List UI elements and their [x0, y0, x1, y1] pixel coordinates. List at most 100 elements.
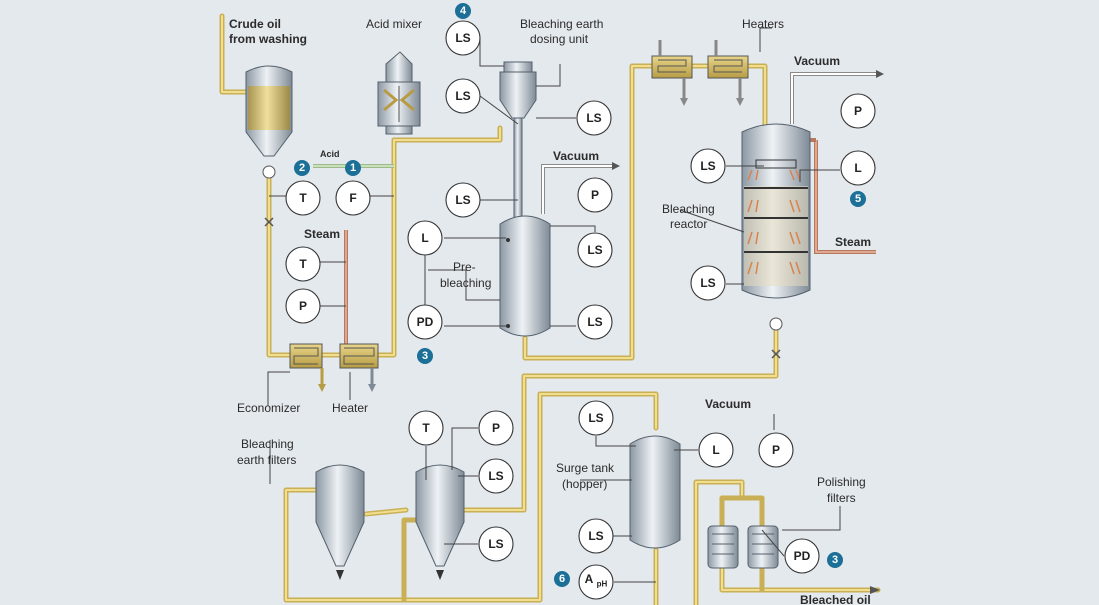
- label-heater: Heater: [332, 401, 368, 415]
- step-badges: 1 2 3 4 5 6 3: [294, 3, 866, 587]
- earth-filters: [315, 464, 465, 580]
- label-bleaching-reactor-1: Bleaching: [662, 202, 715, 216]
- label-filters-1: Bleaching: [241, 437, 294, 451]
- badge-1: 1: [345, 160, 361, 176]
- instrument-ls-r1: LS: [690, 148, 726, 184]
- label-vacuum-mid: Vacuum: [553, 149, 599, 163]
- instrument-p-vac: P: [840, 93, 876, 129]
- svg-text:LS: LS: [488, 469, 503, 483]
- instrument-ls-top1: LS: [445, 20, 481, 56]
- badge-3: 3: [417, 348, 433, 364]
- top-heaters: [651, 40, 749, 106]
- dosing-unit: [499, 61, 537, 240]
- svg-text:3: 3: [832, 554, 838, 566]
- instrument-t2: T: [285, 246, 321, 282]
- badge-6: 6: [554, 571, 570, 587]
- badge-5: 5: [850, 191, 866, 207]
- instrument-f1: F: [335, 180, 371, 216]
- instrument-ls-s1: LS: [578, 400, 614, 436]
- instrument-l-s: L: [698, 432, 734, 468]
- polishing-filters: [707, 525, 779, 569]
- svg-text:6: 6: [559, 573, 565, 585]
- instrument-l-pre: L: [407, 220, 443, 256]
- instrument-p-s: P: [758, 432, 794, 468]
- svg-text:P: P: [772, 443, 780, 457]
- prebleaching-vessel: [499, 215, 551, 337]
- svg-text:L: L: [421, 231, 428, 245]
- svg-text:1: 1: [350, 162, 356, 174]
- label-bleaching-reactor-2: reactor: [670, 217, 707, 231]
- badge-2: 2: [294, 160, 310, 176]
- instrument-a-ph: A pH: [578, 564, 614, 600]
- svg-text:LS: LS: [455, 31, 470, 45]
- label-prebleaching-2: bleaching: [440, 276, 491, 290]
- svg-text:LS: LS: [455, 193, 470, 207]
- crude-oil-tank: [245, 65, 293, 227]
- svg-text:T: T: [299, 257, 307, 271]
- svg-text:LS: LS: [586, 111, 601, 125]
- oil-pipes: [219, 13, 881, 605]
- instrument-ls-top2: LS: [445, 78, 481, 114]
- svg-text:LS: LS: [455, 89, 470, 103]
- label-steam-right: Steam: [835, 235, 871, 249]
- instrument-ls-top3: LS: [576, 100, 612, 136]
- label-heaters: Heaters: [742, 17, 784, 31]
- instrument-pd-pre: PD: [407, 304, 443, 340]
- signal-lines: [267, 27, 841, 583]
- label-surge-1: Surge tank: [556, 461, 615, 475]
- svg-text:3: 3: [422, 350, 428, 362]
- svg-text:4: 4: [460, 5, 467, 17]
- svg-text:PD: PD: [794, 549, 811, 563]
- label-polishing-1: Polishing: [817, 475, 866, 489]
- badge-3b: 3: [827, 552, 843, 568]
- instrument-pd-pol: PD: [784, 538, 820, 574]
- svg-text:LS: LS: [700, 276, 715, 290]
- label-bleaching-earth-2: dosing unit: [530, 32, 589, 46]
- label-surge-2: (hopper): [562, 477, 607, 491]
- badge-4: 4: [455, 3, 471, 19]
- svg-text:T: T: [299, 191, 307, 205]
- svg-text:pH: pH: [597, 580, 608, 589]
- svg-text:P: P: [591, 188, 599, 202]
- instruments: T F T P LS LS LS LS P L LS PD LS P LS L …: [285, 20, 876, 600]
- svg-text:LS: LS: [587, 243, 602, 257]
- svg-text:2: 2: [299, 162, 305, 174]
- label-crude-oil-2: from washing: [229, 32, 307, 46]
- label-economizer: Economizer: [237, 401, 300, 415]
- label-steam-left: Steam: [304, 227, 340, 241]
- instrument-t-f: T: [408, 410, 444, 446]
- instrument-ls-mid: LS: [445, 182, 481, 218]
- bleaching-reactor: [741, 123, 811, 359]
- label-vacuum-top-right: Vacuum: [794, 54, 840, 68]
- instrument-p-pre: P: [577, 177, 613, 213]
- svg-text:LS: LS: [700, 159, 715, 173]
- steam-pipes: [344, 138, 876, 350]
- label-bleached-oil: Bleached oil: [800, 593, 871, 605]
- instrument-ls-pre2: LS: [577, 304, 613, 340]
- instrument-l-r: L: [840, 150, 876, 186]
- svg-text:A: A: [585, 572, 594, 586]
- svg-text:LS: LS: [588, 529, 603, 543]
- svg-text:T: T: [422, 421, 430, 435]
- surge-tank: [629, 435, 681, 549]
- instrument-ls-s2: LS: [578, 518, 614, 554]
- instrument-ls-r2: LS: [690, 265, 726, 301]
- svg-text:5: 5: [855, 193, 861, 205]
- svg-text:F: F: [349, 191, 356, 205]
- acid-mixer: [377, 51, 421, 135]
- label-filters-2: earth filters: [237, 453, 296, 467]
- label-crude-oil-1: Crude oil: [229, 17, 281, 31]
- instrument-ls-pre1: LS: [577, 232, 613, 268]
- label-acid: Acid: [320, 149, 340, 159]
- svg-text:LS: LS: [488, 537, 503, 551]
- svg-text:L: L: [712, 443, 719, 457]
- svg-text:P: P: [299, 299, 307, 313]
- svg-text:LS: LS: [587, 315, 602, 329]
- label-prebleaching-1: Pre-: [453, 260, 476, 274]
- instrument-p-f: P: [478, 410, 514, 446]
- instrument-ls-f2: LS: [478, 526, 514, 562]
- instrument-ls-f1: LS: [478, 458, 514, 494]
- svg-text:P: P: [854, 104, 862, 118]
- instrument-t1: T: [285, 180, 321, 216]
